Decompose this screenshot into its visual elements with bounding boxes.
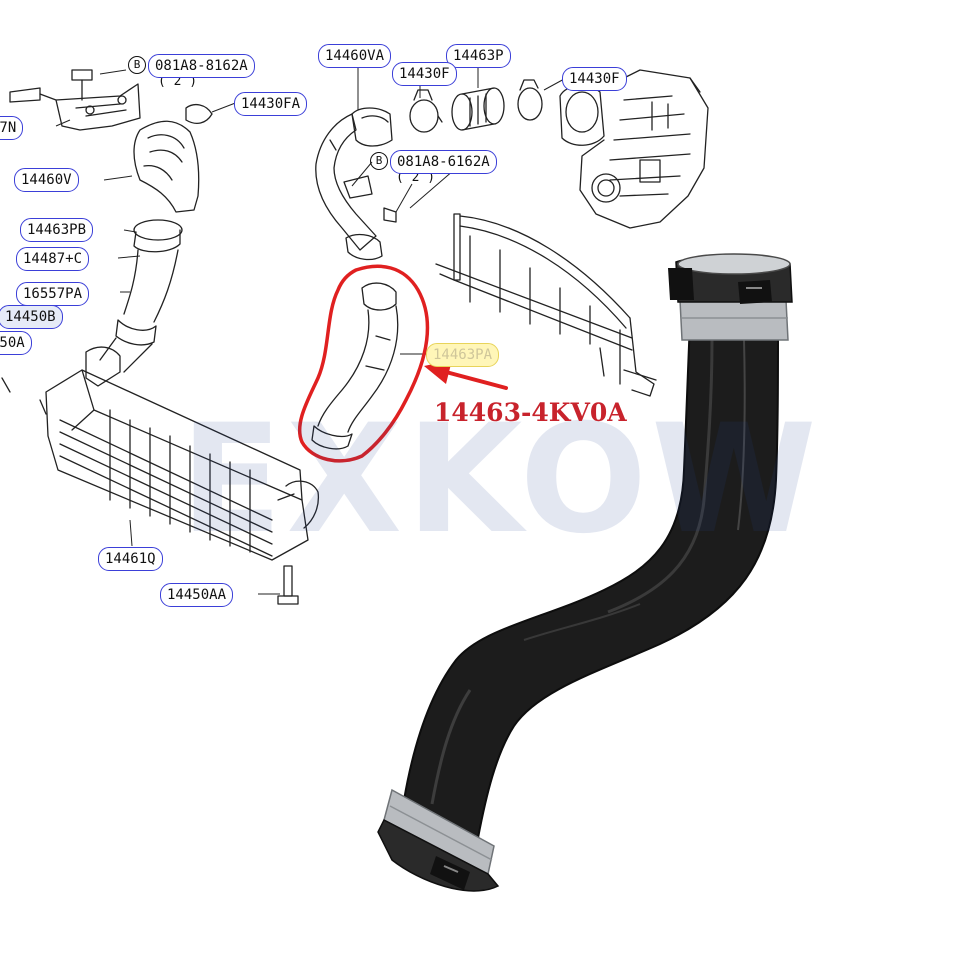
callout-14460va: 14460VA <box>318 44 392 68</box>
callout-16557pa: 16557PA <box>16 282 90 306</box>
part-number-label: 14463-4KV0A <box>434 398 627 427</box>
top-left-bolt <box>9 69 93 103</box>
callout-081a8-6162a: 081A8-6162A <box>390 150 497 174</box>
callout-14450b: 14450B <box>0 305 63 329</box>
coupler <box>451 87 505 131</box>
callout-450a: 450A <box>0 331 32 355</box>
bolt-marker-2: B <box>370 152 388 170</box>
lower-bolt <box>277 565 299 605</box>
callout-67n: 67N <box>0 116 24 140</box>
callout-14461q: 14461Q <box>98 547 163 571</box>
callout-14430fa: 14430FA <box>234 92 308 116</box>
center-upper-hose <box>315 107 397 261</box>
callout-14463pb: 14463PB <box>20 218 94 242</box>
clamp-right <box>517 79 543 121</box>
intercooler <box>1 346 320 561</box>
callout-14463p: 14463P <box>446 44 511 68</box>
callout-14487c: 14487+C <box>16 247 90 271</box>
radiator-frame <box>435 213 657 397</box>
callout-14460v: 14460V <box>14 168 79 192</box>
callout-081a8-8162a: 081A8-8162A <box>148 54 255 78</box>
callout-14450aa: 14450AA <box>160 583 234 607</box>
callout-14430f-right: 14430F <box>562 67 627 91</box>
bracket <box>55 83 141 131</box>
throttle-unit <box>559 69 709 229</box>
diagram-target-hose <box>311 282 399 450</box>
callout-14430f-left: 14430F <box>392 62 457 86</box>
watermark: EXKOW <box>180 393 821 567</box>
left-hose <box>99 219 183 373</box>
clamp-left <box>409 89 443 133</box>
highlight-marker <box>297 264 430 463</box>
hose-photo <box>377 253 793 892</box>
upper-left-duct <box>133 103 213 213</box>
bolt-marker-1: B <box>128 56 146 74</box>
callout-14463pa: 14463PA <box>426 343 500 367</box>
